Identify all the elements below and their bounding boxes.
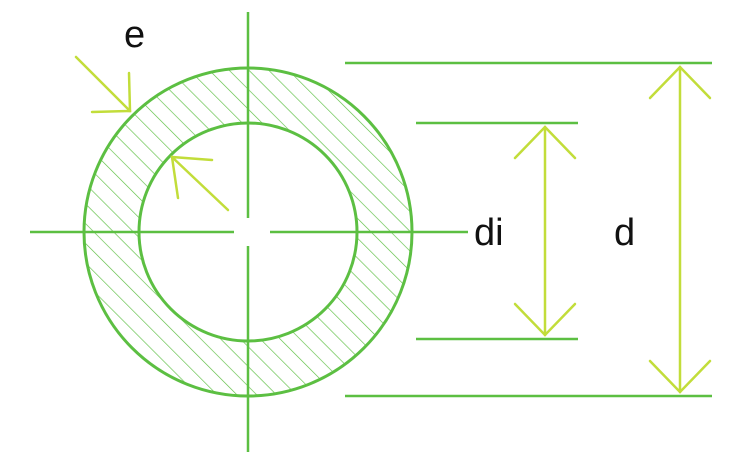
- pipe-wall-hatching: [60, 50, 440, 420]
- extension-lines: [345, 61, 712, 398]
- centerlines: [30, 12, 468, 452]
- label-di: di: [474, 212, 504, 254]
- wall-thickness-arrow-outer: [74, 55, 132, 114]
- outer-diameter-arrow: [648, 65, 712, 394]
- inner-diameter-arrow: [513, 125, 577, 337]
- wall-thickness-arrow-inner: [170, 155, 230, 212]
- label-e: e: [124, 14, 145, 56]
- label-d: d: [614, 212, 635, 254]
